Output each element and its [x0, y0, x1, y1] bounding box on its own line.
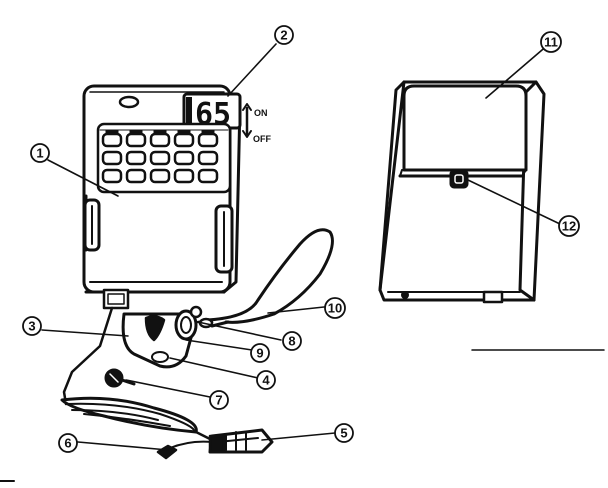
- clamp-mount: [121, 305, 214, 369]
- indicator-lens: [118, 95, 140, 109]
- battery-cover: [398, 84, 528, 178]
- callout-number: 1: [36, 146, 43, 161]
- strap-clip-left: [83, 194, 101, 252]
- callout-4: 4: [256, 370, 276, 390]
- leader-lines: [41, 43, 561, 451]
- callout-7: 7: [209, 390, 229, 410]
- keypad-key[interactable]: [197, 150, 219, 166]
- sensor-connector-socket: [102, 288, 130, 310]
- callout-number: 3: [28, 319, 35, 334]
- keypad-key[interactable]: [173, 150, 195, 166]
- callout-circle: [22, 316, 42, 336]
- callout-circle: [274, 25, 294, 45]
- keypad-key[interactable]: [149, 150, 171, 166]
- callout-number: 10: [328, 301, 342, 316]
- power-switch[interactable]: [242, 103, 252, 138]
- keypad-key[interactable]: [149, 168, 171, 184]
- callout-circle: [334, 423, 354, 443]
- callout-number: 5: [340, 426, 347, 441]
- switch-off-label: OFF: [253, 134, 271, 144]
- callout-9: 9: [250, 343, 270, 363]
- lcd-reading: 65: [195, 97, 231, 132]
- callout-circle: [324, 297, 346, 319]
- keypad-key[interactable]: [125, 168, 147, 184]
- callout-1: 1: [30, 143, 50, 163]
- sensor-cable: [60, 306, 224, 449]
- ear-clip-sensor: [208, 428, 274, 454]
- callout-circle: [30, 143, 50, 163]
- callout-8: 8: [282, 331, 302, 351]
- callout-circle: [256, 370, 276, 390]
- keypad-key[interactable]: [197, 132, 219, 148]
- callout-number: 7: [215, 393, 222, 408]
- callout-3: 3: [22, 316, 42, 336]
- strap-clip-right: [214, 204, 234, 274]
- callout-circle: [209, 390, 229, 410]
- callout-number: 6: [64, 436, 71, 451]
- callout-circle: [558, 215, 580, 237]
- callout-2: 2: [274, 25, 294, 45]
- callout-12: 12: [558, 215, 580, 237]
- callout-circle: [58, 433, 78, 453]
- keypad-key[interactable]: [173, 168, 195, 184]
- mounting-screw: [104, 368, 136, 388]
- rear-foot-hole: [401, 291, 409, 299]
- callout-number: 8: [288, 334, 295, 349]
- callout-number: 12: [562, 219, 576, 234]
- keypad-key[interactable]: [101, 168, 123, 184]
- switch-on-label: ON: [254, 108, 268, 118]
- callout-number: 2: [280, 28, 287, 43]
- keypad-key[interactable]: [125, 132, 147, 148]
- sensor-plug: [156, 444, 178, 460]
- callout-10: 10: [324, 297, 346, 319]
- callout-number: 11: [544, 35, 558, 50]
- keypad-key[interactable]: [125, 150, 147, 166]
- keypad-key[interactable]: [101, 132, 123, 148]
- callout-circle: [250, 343, 270, 363]
- callout-number: 9: [256, 346, 263, 361]
- callout-6: 6: [58, 433, 78, 453]
- callout-circle: [282, 331, 302, 351]
- keypad-key[interactable]: [101, 150, 123, 166]
- keypad-key[interactable]: [173, 132, 195, 148]
- keypad-key[interactable]: [197, 168, 219, 184]
- callout-number: 4: [262, 373, 270, 388]
- battery-cover-latch[interactable]: [449, 169, 469, 189]
- callout-5: 5: [334, 423, 354, 443]
- keypad-key[interactable]: [149, 132, 171, 148]
- rear-port: [482, 290, 504, 304]
- callout-circle: [540, 31, 562, 53]
- keypad-buttons[interactable]: [101, 129, 219, 184]
- callout-11: 11: [540, 31, 562, 53]
